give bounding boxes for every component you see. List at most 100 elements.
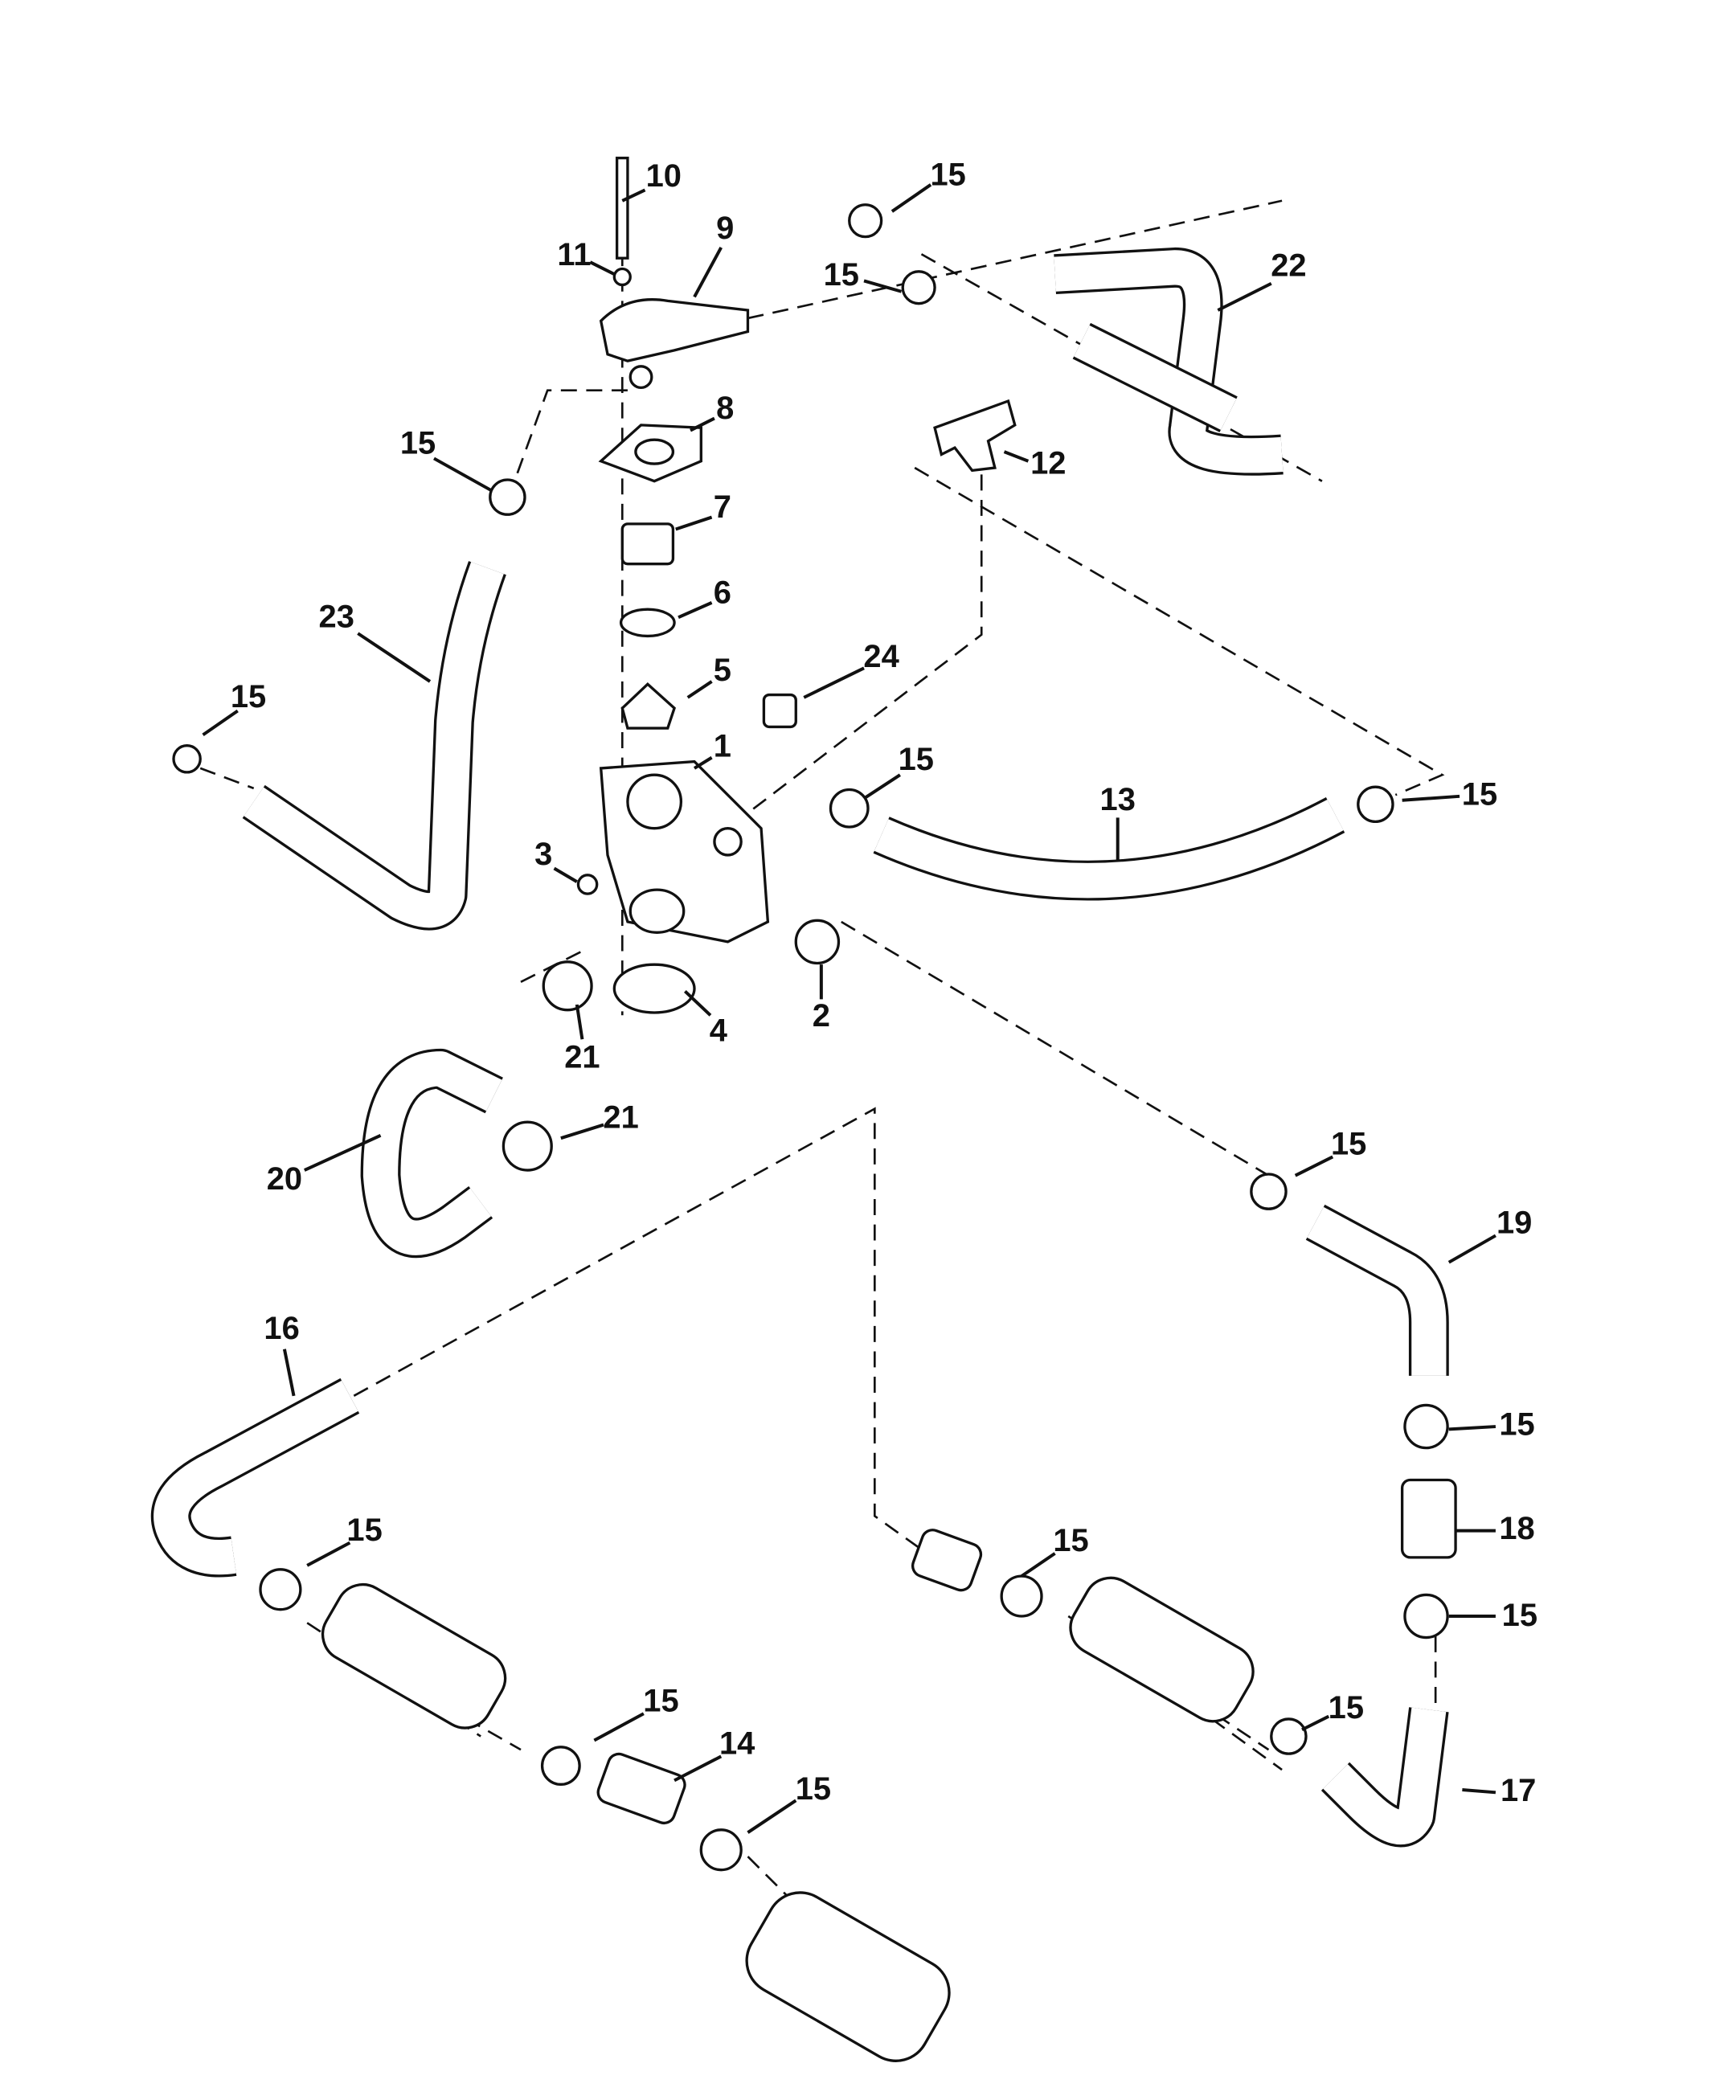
callout-15: 15 <box>1020 1523 1089 1578</box>
callout-label: 3 <box>534 837 552 872</box>
pump-right <box>1069 1576 1255 1723</box>
callout-label: 24 <box>863 639 899 674</box>
callout-label: 15 <box>400 425 436 461</box>
leader-line <box>357 632 432 683</box>
leader-line <box>1294 1155 1334 1177</box>
hose-13 <box>873 797 1345 901</box>
leader-line <box>1402 794 1460 802</box>
hose-23 <box>242 561 506 931</box>
callout-15: 15 <box>1301 1690 1364 1732</box>
leader-line <box>575 1004 584 1040</box>
leader-line <box>1448 1425 1496 1431</box>
leader-line <box>306 1541 351 1567</box>
callout-label: 12 <box>1030 445 1066 481</box>
callout-13: 13 <box>1100 782 1136 862</box>
plug-24 <box>762 693 797 729</box>
callout-label: 15 <box>899 742 934 777</box>
callout-17: 17 <box>1462 1773 1536 1808</box>
callout-label: 11 <box>557 237 591 272</box>
leader-line <box>1020 1552 1056 1578</box>
bolt-10 <box>615 156 629 260</box>
callout-label: 21 <box>603 1099 638 1135</box>
tee-12 <box>933 399 1017 473</box>
callout-label: 17 <box>1501 1773 1536 1808</box>
leader-line <box>1447 1234 1496 1264</box>
leader-line <box>803 666 865 699</box>
callout-15: 15 <box>400 425 493 493</box>
callout-15: 15 <box>202 679 266 737</box>
leader-line <box>675 515 713 531</box>
hose-19 <box>1305 1204 1449 1376</box>
callout-label: 22 <box>1271 248 1306 283</box>
callout-1: 1 <box>693 729 731 770</box>
hose-22 <box>1054 247 1284 476</box>
callout-label: 1 <box>714 729 731 764</box>
leader-line <box>1003 450 1030 463</box>
callout-15: 15 <box>864 742 934 800</box>
leader-line <box>560 1123 604 1140</box>
callout-15: 15 <box>1402 776 1497 812</box>
leader-line <box>433 456 493 493</box>
leader-line <box>678 601 713 619</box>
leader-line <box>282 1349 296 1397</box>
callout-22: 22 <box>1217 248 1307 312</box>
callout-15: 15 <box>824 257 903 293</box>
parts <box>150 156 1457 2062</box>
callout-15: 15 <box>891 157 966 213</box>
callout-label: 21 <box>564 1040 600 1075</box>
callout-15: 15 <box>306 1513 383 1567</box>
callout-label: 15 <box>1053 1523 1088 1558</box>
leader-line <box>1462 1788 1496 1795</box>
hose-17 <box>1320 1707 1449 1848</box>
callout-label: 15 <box>824 257 859 293</box>
elbow-9 <box>599 298 750 362</box>
callout-label: 15 <box>1331 1127 1366 1162</box>
plug-2 <box>794 919 841 965</box>
leader-line <box>686 680 713 699</box>
callout-11: 11 <box>557 237 616 276</box>
callout-21: 21 <box>564 1004 600 1075</box>
callout-label: 6 <box>714 575 731 610</box>
leader-line <box>863 279 903 293</box>
callout-label: 15 <box>1502 1598 1537 1633</box>
washer-11 <box>612 267 632 287</box>
leader-line <box>621 188 646 203</box>
callout-16: 16 <box>264 1311 300 1397</box>
thermostat-5 <box>620 682 676 730</box>
callout-20: 20 <box>267 1134 382 1197</box>
callout-label: 19 <box>1496 1206 1532 1241</box>
callout-label: 16 <box>264 1311 299 1346</box>
leader-line <box>202 709 239 737</box>
callout-label: 15 <box>1329 1690 1364 1725</box>
leader-line <box>553 866 578 883</box>
callout-5: 5 <box>686 653 731 699</box>
leader-line <box>747 1799 797 1834</box>
callout-label: 23 <box>319 599 354 634</box>
leader-line <box>589 260 616 276</box>
callout-14: 14 <box>674 1726 755 1783</box>
callout-23: 23 <box>319 599 432 683</box>
hose-clamps <box>172 203 1449 1872</box>
callout-label: 15 <box>1499 1407 1534 1443</box>
leader-line <box>674 1754 723 1783</box>
callout-12: 12 <box>1003 445 1066 481</box>
leader-line <box>693 246 723 298</box>
callout-2: 2 <box>813 964 830 1034</box>
sleeve-7 <box>620 522 675 566</box>
gasket-4 <box>612 963 696 1014</box>
ring-6 <box>619 608 676 638</box>
seawater-pump <box>745 1891 951 2062</box>
leader-line <box>864 773 901 800</box>
callout-24: 24 <box>803 639 899 699</box>
callout-label: 18 <box>1499 1511 1534 1546</box>
callout-7: 7 <box>675 489 731 531</box>
callout-label: 4 <box>710 1013 727 1048</box>
callout-label: 20 <box>267 1161 302 1197</box>
callout-15: 15 <box>747 1771 831 1834</box>
callout-label: 2 <box>813 998 830 1034</box>
callout-label: 5 <box>714 653 731 688</box>
callout-15: 15 <box>1448 1598 1537 1633</box>
callout-19: 19 <box>1447 1206 1532 1264</box>
leader-line <box>1301 1714 1330 1732</box>
